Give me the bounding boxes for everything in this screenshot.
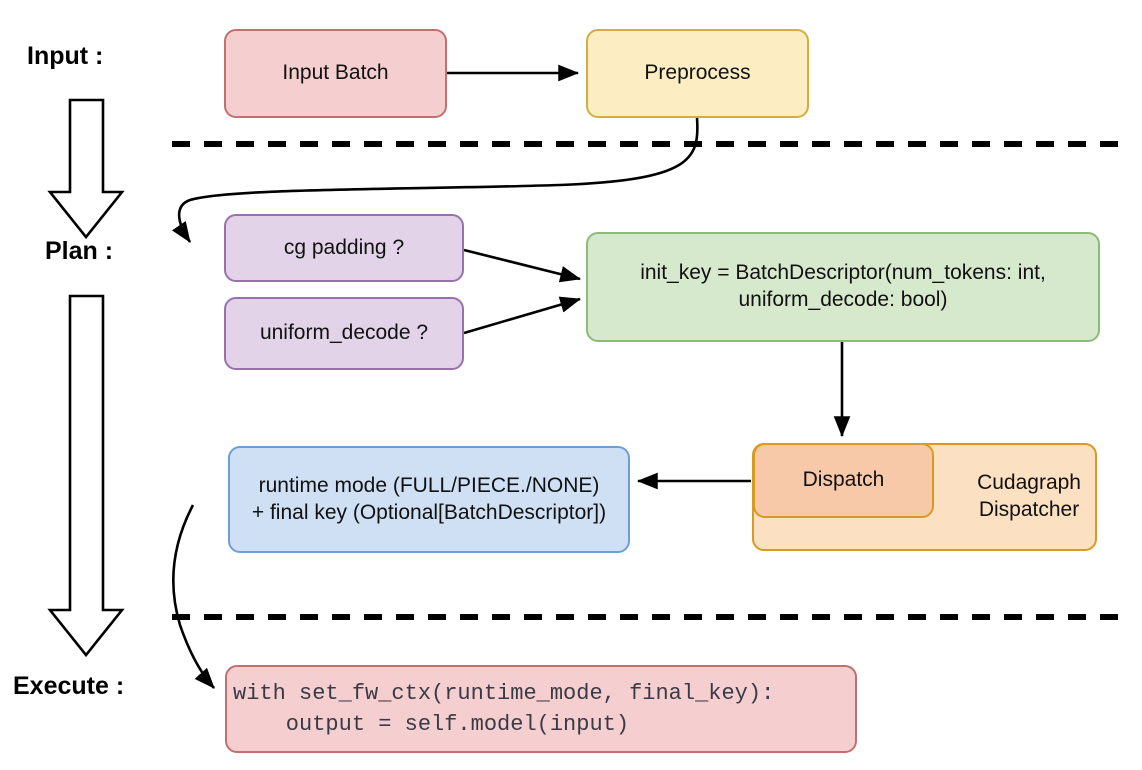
node-execute-code[interactable]: with set_fw_ctx(runtime_mode, final_key)… bbox=[225, 665, 857, 753]
node-uniform-decode[interactable]: uniform_decode ? bbox=[224, 297, 464, 370]
node-execute-code-label: with set_fw_ctx(runtime_mode, final_key)… bbox=[233, 680, 775, 737]
edge-uniform-decode-to-init-key bbox=[463, 296, 581, 335]
node-cg-padding-label: cg padding ? bbox=[283, 235, 405, 259]
edge-preprocess-to-cg-padding bbox=[171, 117, 699, 243]
node-uniform-decode-label: uniform_decode ? bbox=[259, 321, 429, 345]
node-preprocess-label: Preprocess bbox=[644, 61, 751, 85]
stage-label-execute: Execute : bbox=[13, 672, 125, 700]
edge-cg-padding-to-init-key bbox=[463, 248, 582, 283]
node-cg-padding[interactable]: cg padding ? bbox=[224, 214, 464, 282]
node-runtime-mode-label: runtime mode (FULL/PIECE./NONE) + final … bbox=[251, 473, 607, 524]
stage-flow-arrow-input-to-plan bbox=[47, 98, 125, 240]
node-runtime-mode[interactable]: runtime mode (FULL/PIECE./NONE) + final … bbox=[228, 446, 630, 553]
node-init-key-label: init_key = BatchDescriptor(num_tokens: i… bbox=[640, 261, 1046, 311]
stage-flow-arrow-plan-to-execute bbox=[47, 294, 125, 658]
stage-label-input: Input : bbox=[27, 42, 104, 70]
stage-label-plan: Plan : bbox=[45, 237, 114, 265]
node-dispatch[interactable]: Dispatch bbox=[753, 443, 934, 518]
node-input-batch[interactable]: Input Batch bbox=[224, 29, 447, 118]
node-preprocess[interactable]: Preprocess bbox=[586, 29, 809, 118]
node-init-key[interactable]: init_key = BatchDescriptor(num_tokens: i… bbox=[586, 232, 1100, 342]
edge-runtime-mode-to-execute-code bbox=[172, 504, 215, 689]
node-cudagraph-dispatcher-label: Cudagraph Dispatcher bbox=[977, 471, 1081, 521]
node-input-batch-label: Input Batch bbox=[282, 61, 389, 85]
node-dispatch-label: Dispatch bbox=[802, 468, 885, 492]
